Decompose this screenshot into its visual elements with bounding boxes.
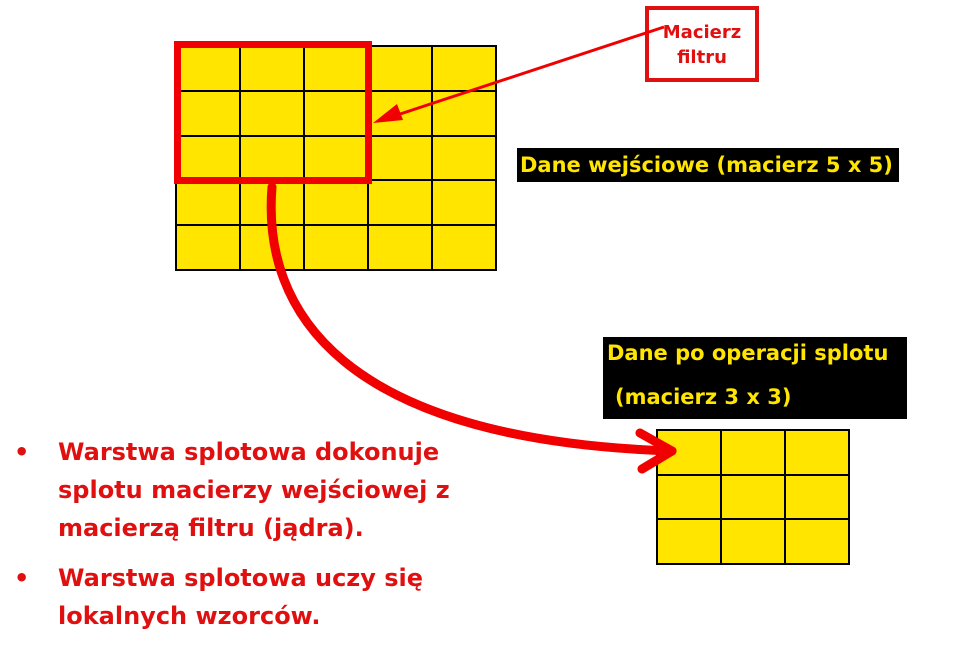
input-matrix-cell: [433, 181, 497, 227]
input-matrix-cell: [305, 136, 369, 182]
input-matrix-cell: [369, 136, 433, 182]
output-matrix-cell: [786, 431, 850, 476]
output-matrix-cell: [786, 475, 850, 521]
input-matrix-cell: [177, 91, 241, 137]
output-matrix-cell: [722, 475, 786, 521]
filter-window-highlight: [174, 41, 372, 184]
input-matrix-cell: [177, 226, 241, 271]
filter-matrix-label: Macierz filtru: [645, 6, 759, 82]
input-matrix-cell: [305, 226, 369, 271]
output-matrix-cell: [722, 520, 786, 565]
filter-label-line2: filtru: [677, 47, 727, 68]
input-matrix-cell: [177, 181, 241, 227]
output-label-line1: Dane po operacji splotu: [607, 341, 889, 365]
bullet-text: Warstwa splotowa dokonuje splotu macierz…: [58, 438, 450, 542]
input-matrix-cell: [177, 47, 241, 92]
convolution-flow-arrow: [266, 182, 677, 456]
input-matrix-cell: [369, 47, 433, 92]
output-data-label: Dane po operacji splotu (macierz 3 x 3): [603, 337, 907, 419]
output-matrix-cell: [722, 431, 786, 476]
input-matrix-cell: [369, 181, 433, 227]
output-matrix-grid: [656, 429, 850, 565]
output-matrix-cell: [658, 520, 722, 565]
convolution-flow-arrowhead: [635, 428, 677, 474]
output-matrix-cell: [786, 520, 850, 565]
bullet-list: • Warstwa splotowa dokonuje splotu macie…: [14, 433, 484, 647]
filter-pointer-arrowhead: [373, 104, 403, 123]
bullet-text: Warstwa splotowa uczy się lokalnych wzor…: [58, 564, 424, 630]
input-matrix-cell: [241, 47, 305, 92]
bullet-dot: •: [14, 564, 30, 592]
input-matrix-cell: [433, 226, 497, 271]
input-matrix-grid: [175, 45, 497, 271]
output-label-line2: (macierz 3 x 3): [615, 385, 792, 409]
bullet-item: • Warstwa splotowa dokonuje splotu macie…: [14, 433, 484, 547]
filter-pointer-arrow-shaft: [387, 25, 665, 120]
input-matrix-cell: [369, 226, 433, 271]
input-data-label: Dane wejściowe (macierz 5 x 5): [517, 148, 899, 182]
bullet-dot: •: [14, 438, 30, 466]
bullet-item: • Warstwa splotowa uczy się lokalnych wz…: [14, 559, 484, 635]
filter-label-line1: Macierz: [662, 22, 742, 43]
input-matrix-cell: [241, 91, 305, 137]
output-matrix-cell: [658, 475, 722, 521]
input-matrix-cell: [433, 136, 497, 182]
input-matrix-cell: [305, 181, 369, 227]
